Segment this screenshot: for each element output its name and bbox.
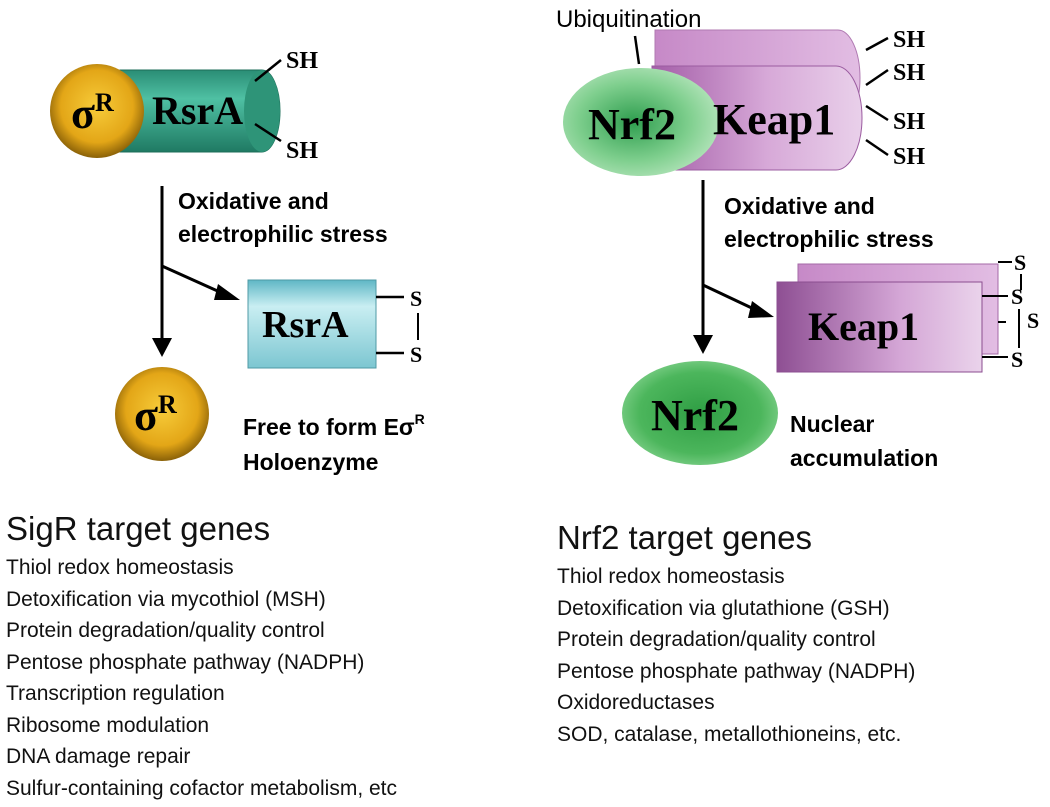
nuclear-accumulation-line1: Nuclear xyxy=(790,411,874,437)
sigr-gene-item: Pentose phosphate pathway (NADPH) xyxy=(6,650,365,674)
ubiquitination-label: Ubiquitination xyxy=(556,6,701,33)
keap1-thiol-2: SH xyxy=(893,60,925,86)
keap1-sulfur-1: S xyxy=(1014,250,1026,275)
disulfide-s-top: S xyxy=(410,286,422,311)
sigr-genes-title: SigR target genes xyxy=(6,510,271,547)
keap1-thiol-bond-2 xyxy=(865,68,889,87)
keap1-thiol-4: SH xyxy=(893,144,925,170)
nrf2-gene-item: Thiol redox homeostasis xyxy=(557,565,785,588)
keap1-oxidized-label: Keap1 xyxy=(808,304,919,349)
ubiquitination-pointer xyxy=(633,35,641,65)
sigr-target-genes: SigR target genes Thiol redox homeostasi… xyxy=(6,510,526,804)
sigma-r-free-circle xyxy=(115,367,209,461)
stress-label-right-line2: electrophilic stress xyxy=(724,226,934,252)
keap1-thiol-1: SH xyxy=(893,27,925,53)
rsra-oxidized-label: RsrA xyxy=(262,304,349,346)
stress-label-right-line1: Oxidative and xyxy=(724,193,875,219)
keap1-thiol-bond-1 xyxy=(865,36,889,52)
sigr-gene-item: Ribosome modulation xyxy=(6,713,210,737)
free-holoenzyme-line2: Holoenzyme xyxy=(243,449,378,475)
rsra-oxidized-box xyxy=(247,279,377,369)
stress-label-left-line1: Oxidative and xyxy=(178,188,329,214)
sigr-genes-list: Thiol redox homeostasis Detoxification v… xyxy=(6,552,526,804)
nrf2-gene-item: Protein degradation/quality control xyxy=(557,628,876,651)
nrf2-genes-title: Nrf2 target genes xyxy=(557,519,812,556)
keap1-sulfur-2: S xyxy=(1011,284,1023,309)
nrf2-gene-item: Detoxification via glutathione (GSH) xyxy=(557,596,890,620)
nrf2-target-genes: Nrf2 target genes Thiol redox homeostasi… xyxy=(557,519,1037,750)
keap1-sulfur-3: S xyxy=(1027,308,1039,333)
thiol-bond-top xyxy=(254,59,282,82)
stress-label-left-line2: electrophilic stress xyxy=(178,221,388,247)
keap1-thiol-bond-3 xyxy=(865,104,889,122)
nrf2-free-label: Nrf2 xyxy=(651,391,739,440)
sigr-gene-item: Transcription regulation xyxy=(6,682,225,705)
stress-arrow-right xyxy=(693,180,774,354)
nrf2-genes-list: Thiol redox homeostasis Detoxification v… xyxy=(557,561,1037,750)
rsra-label: RsrA xyxy=(152,88,243,133)
thiol-bond-bottom xyxy=(254,122,282,143)
sigr-gene-item: DNA damage repair xyxy=(6,745,191,768)
keap1-sulfur-4: S xyxy=(1011,347,1023,372)
keap1-oxidized-box xyxy=(776,281,983,373)
free-holoenzyme-line1: Free to form EσR xyxy=(243,411,425,440)
nrf2-bound-label: Nrf2 xyxy=(588,100,676,149)
keap1-thiol-bond-4 xyxy=(865,138,889,157)
sigma-r-label: σR xyxy=(71,88,114,138)
disulfide-s-bottom: S xyxy=(410,342,422,367)
sigma-r-free-label: σR xyxy=(134,390,177,440)
keap1-thiol-3: SH xyxy=(893,109,925,135)
sigr-gene-item: Thiol redox homeostasis xyxy=(6,556,234,579)
sigr-gene-item: Protein degradation/quality control xyxy=(6,619,325,642)
nrf2-bound-ellipse xyxy=(563,68,719,176)
sigma-r-circle xyxy=(50,64,144,158)
stress-arrow-left xyxy=(152,186,240,357)
thiol-label-top: SH xyxy=(286,48,318,74)
nrf2-gene-item: SOD, catalase, metallothioneins, etc. xyxy=(557,722,902,746)
rsra-reduced xyxy=(119,69,281,153)
nrf2-free-ellipse xyxy=(622,361,778,465)
keap1-label: Keap1 xyxy=(713,95,835,144)
nrf2-gene-item: Oxidoreductases xyxy=(557,691,715,714)
thiol-label-bottom: SH xyxy=(286,138,318,164)
nuclear-accumulation-line2: accumulation xyxy=(790,445,938,471)
nrf2-gene-item: Pentose phosphate pathway (NADPH) xyxy=(557,659,916,683)
sigr-gene-item: Sulfur-containing cofactor metabolism, e… xyxy=(6,776,398,800)
sigr-gene-item: Detoxification via mycothiol (MSH) xyxy=(6,587,326,611)
